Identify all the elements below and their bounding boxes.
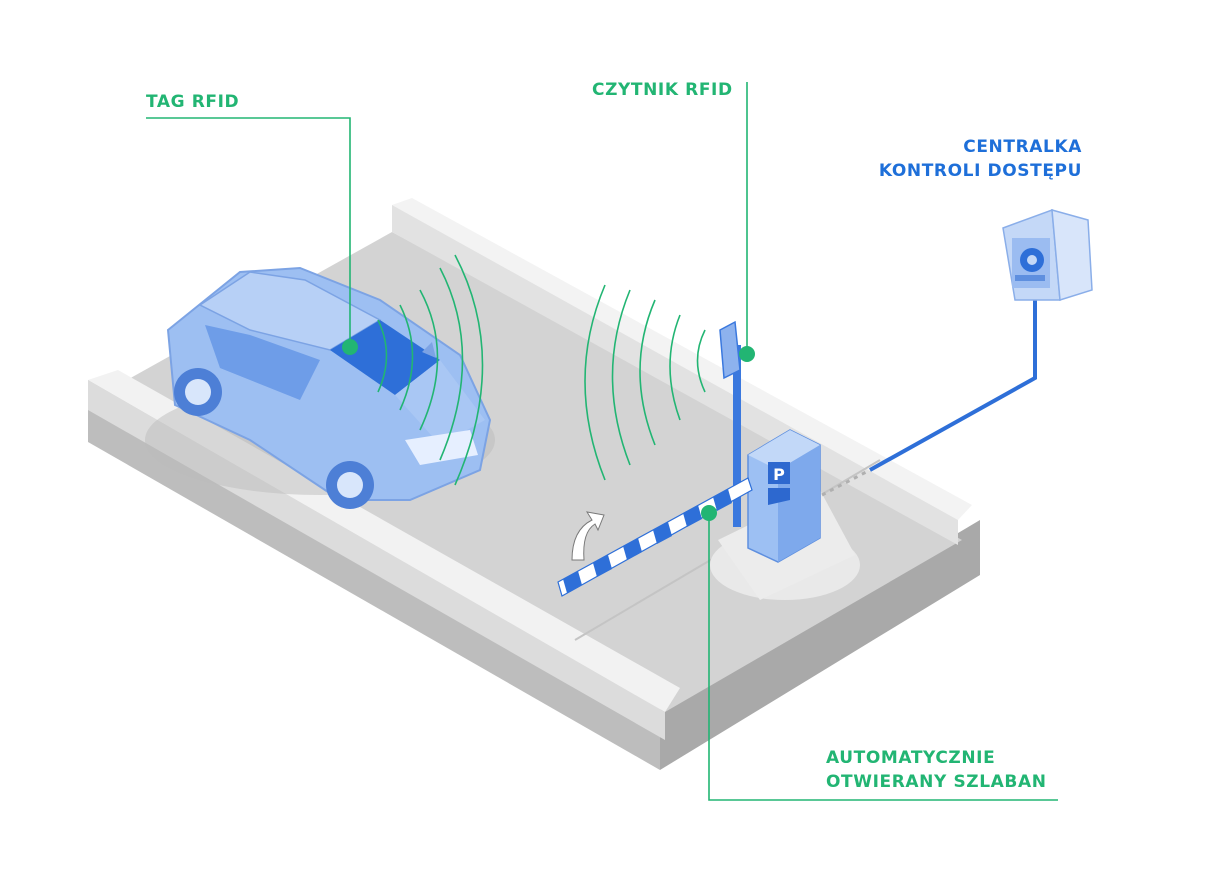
tag-rfid-dot (342, 339, 358, 355)
barrier-dot (701, 505, 717, 521)
label-szlaban: AUTOMATYCZNIE OTWIERANY SZLABAN (826, 746, 1047, 794)
parking-sign-icon (768, 462, 790, 484)
parking-sign-label: P (773, 465, 785, 484)
car-icon (145, 266, 495, 509)
callout-lines (146, 82, 1058, 801)
rfid-reader-icon (719, 320, 741, 527)
label-centralka: CENTRALKA KONTROLI DOSTĘPU (860, 135, 1082, 183)
label-szlaban-line2: OTWIERANY SZLABAN (826, 772, 1047, 792)
label-centralka-line1: CENTRALKA (963, 137, 1082, 157)
signal-waves-icon (377, 254, 706, 486)
controller-cable (821, 300, 1037, 497)
barrier-arrow-icon (571, 511, 605, 561)
label-czytnik-rfid: CZYTNIK RFID (592, 80, 733, 100)
callout-dots (342, 339, 755, 521)
barrier: P (557, 429, 860, 600)
label-tag-rfid: TAG RFID (146, 92, 240, 112)
reader-dot (739, 346, 755, 362)
access-controller-icon (1002, 208, 1093, 301)
label-centralka-line2: KONTROLI DOSTĘPU (878, 161, 1082, 181)
label-szlaban-line1: AUTOMATYCZNIE (826, 748, 996, 768)
